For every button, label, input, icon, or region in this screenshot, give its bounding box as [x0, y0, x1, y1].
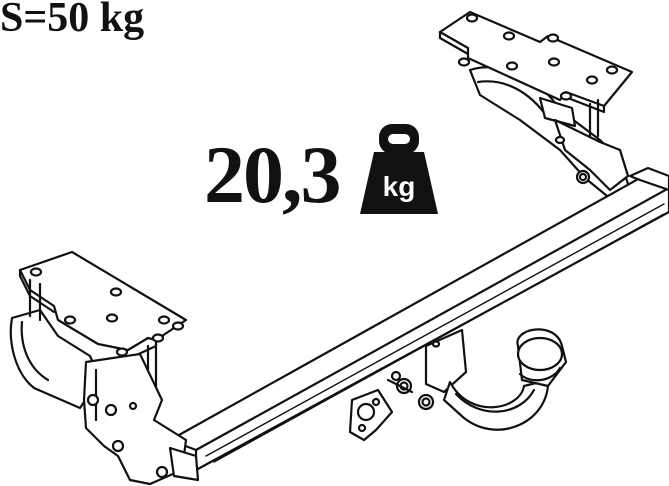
weight-value: 20,3 — [204, 129, 341, 220]
vertical-load-label: S=50 kg — [0, 0, 145, 41]
right-mounting-bracket — [438, 10, 634, 202]
left-mounting-bracket — [9, 250, 200, 486]
tow-hitch-assembly — [348, 328, 568, 442]
crossbar — [168, 166, 669, 472]
weight-icon: kg — [360, 124, 438, 214]
weight-unit-label: kg — [383, 171, 416, 202]
